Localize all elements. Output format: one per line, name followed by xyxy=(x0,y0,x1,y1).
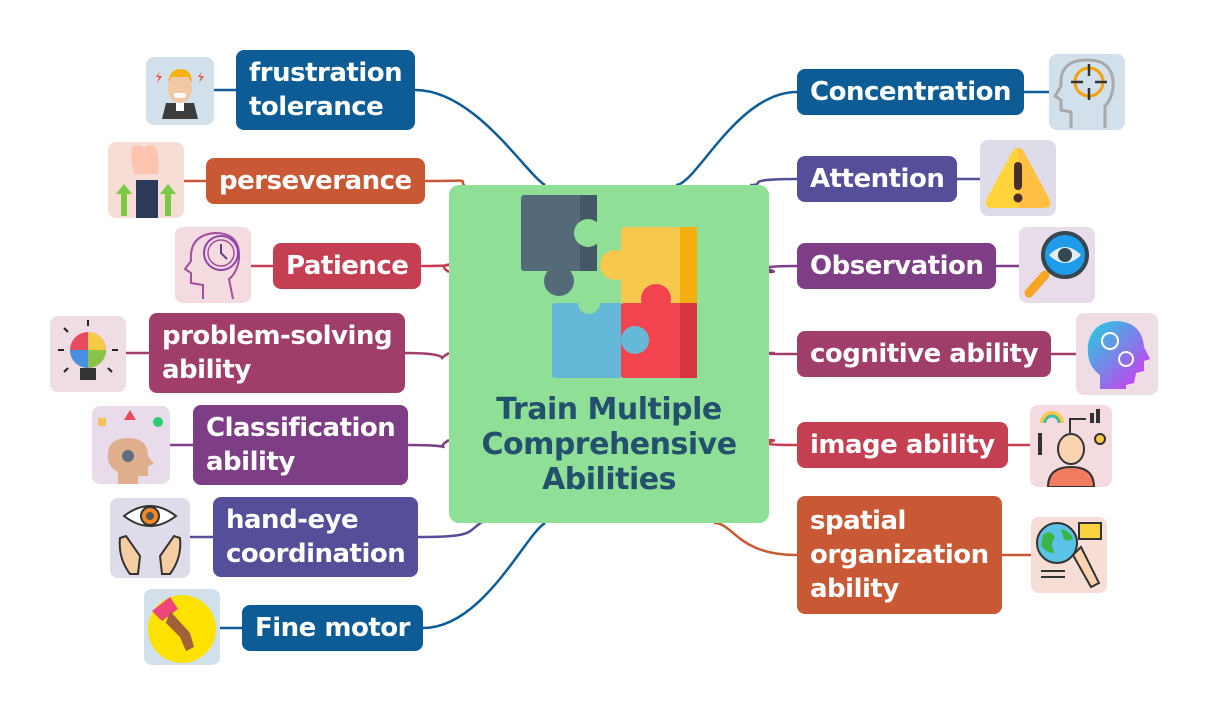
title-line: Abilities xyxy=(542,462,676,497)
connector-line xyxy=(765,438,798,447)
branch-hand-eye-coordination[interactable]: hand-eye coordination xyxy=(213,497,419,577)
globe-hand-icon xyxy=(1031,517,1107,593)
connector-line xyxy=(713,521,798,557)
branch-label: perseverance xyxy=(219,166,412,196)
central-topic[interactable]: Train Multiple Comprehensive Abilities xyxy=(449,185,769,523)
branch-classification-ability[interactable]: Classification ability xyxy=(193,405,409,485)
branch-label: Fine motor xyxy=(255,613,410,643)
branch-concentration[interactable]: Concentration xyxy=(797,69,1025,115)
head-gears-icon xyxy=(1076,313,1158,395)
branch-frustration-tolerance[interactable]: frustration tolerance xyxy=(236,50,416,130)
branch-label: problem-solving xyxy=(162,321,393,351)
branch-problem-solving-ability[interactable]: problem-solving ability xyxy=(149,313,406,393)
hands-eye-icon xyxy=(110,498,190,578)
branch-label: Observation xyxy=(810,251,984,281)
branch-label: ability xyxy=(162,355,251,385)
branch-label: Attention xyxy=(810,164,945,194)
connector-line xyxy=(407,438,450,449)
connector-line xyxy=(675,90,798,187)
central-topic-title: Train Multiple Comprehensive Abilities xyxy=(449,392,769,497)
connector-line xyxy=(422,521,546,630)
branch-patience[interactable]: Patience xyxy=(273,243,422,289)
imagination-person-icon xyxy=(1030,405,1112,488)
branch-label: organization xyxy=(810,540,989,570)
raised-fist-arrows-icon xyxy=(108,142,184,218)
connector-line xyxy=(404,351,450,360)
branch-image-ability[interactable]: image ability xyxy=(797,422,1008,468)
frustrated-person-icon xyxy=(146,57,214,125)
branch-observation[interactable]: Observation xyxy=(797,243,997,289)
branch-label: tolerance xyxy=(249,92,384,122)
connector-line xyxy=(765,351,798,356)
branch-label: cognitive ability xyxy=(810,339,1039,369)
branch-label: ability xyxy=(810,574,899,604)
warning-icon xyxy=(980,140,1056,216)
branch-perseverance[interactable]: perseverance xyxy=(206,158,425,204)
lightbulb-puzzle-icon xyxy=(50,316,126,392)
branch-label: spatial xyxy=(810,506,906,536)
branch-attention[interactable]: Attention xyxy=(797,156,958,202)
connector-line xyxy=(414,88,546,187)
branch-label: image ability xyxy=(810,430,995,460)
head-gear-shapes-icon xyxy=(92,406,170,484)
connector-line xyxy=(765,264,798,274)
branch-label: frustration xyxy=(249,58,403,88)
head-clock-icon xyxy=(175,227,251,303)
branch-fine-motor[interactable]: Fine motor xyxy=(242,605,423,651)
branch-label: ability xyxy=(206,447,295,477)
connector-line xyxy=(417,518,486,539)
branch-label: Classification xyxy=(206,413,396,443)
branch-label: coordination xyxy=(226,539,406,569)
head-focus-icon xyxy=(1049,54,1125,130)
hand-pinch-icon xyxy=(144,589,220,665)
connector-line xyxy=(749,177,798,187)
branch-label: Patience xyxy=(286,251,409,281)
branch-label: hand-eye xyxy=(226,505,359,535)
magnifier-eye-icon xyxy=(1019,227,1095,303)
branch-cognitive-ability[interactable]: cognitive ability xyxy=(797,331,1052,377)
branch-spatial-organization-ability[interactable]: spatial organization ability xyxy=(797,496,1002,614)
title-line: Train Multiple xyxy=(496,392,722,427)
connector-line xyxy=(420,263,453,274)
title-line: Comprehensive xyxy=(481,427,737,462)
branch-label: Concentration xyxy=(810,77,1012,107)
puzzle-pieces-icon xyxy=(521,195,697,378)
